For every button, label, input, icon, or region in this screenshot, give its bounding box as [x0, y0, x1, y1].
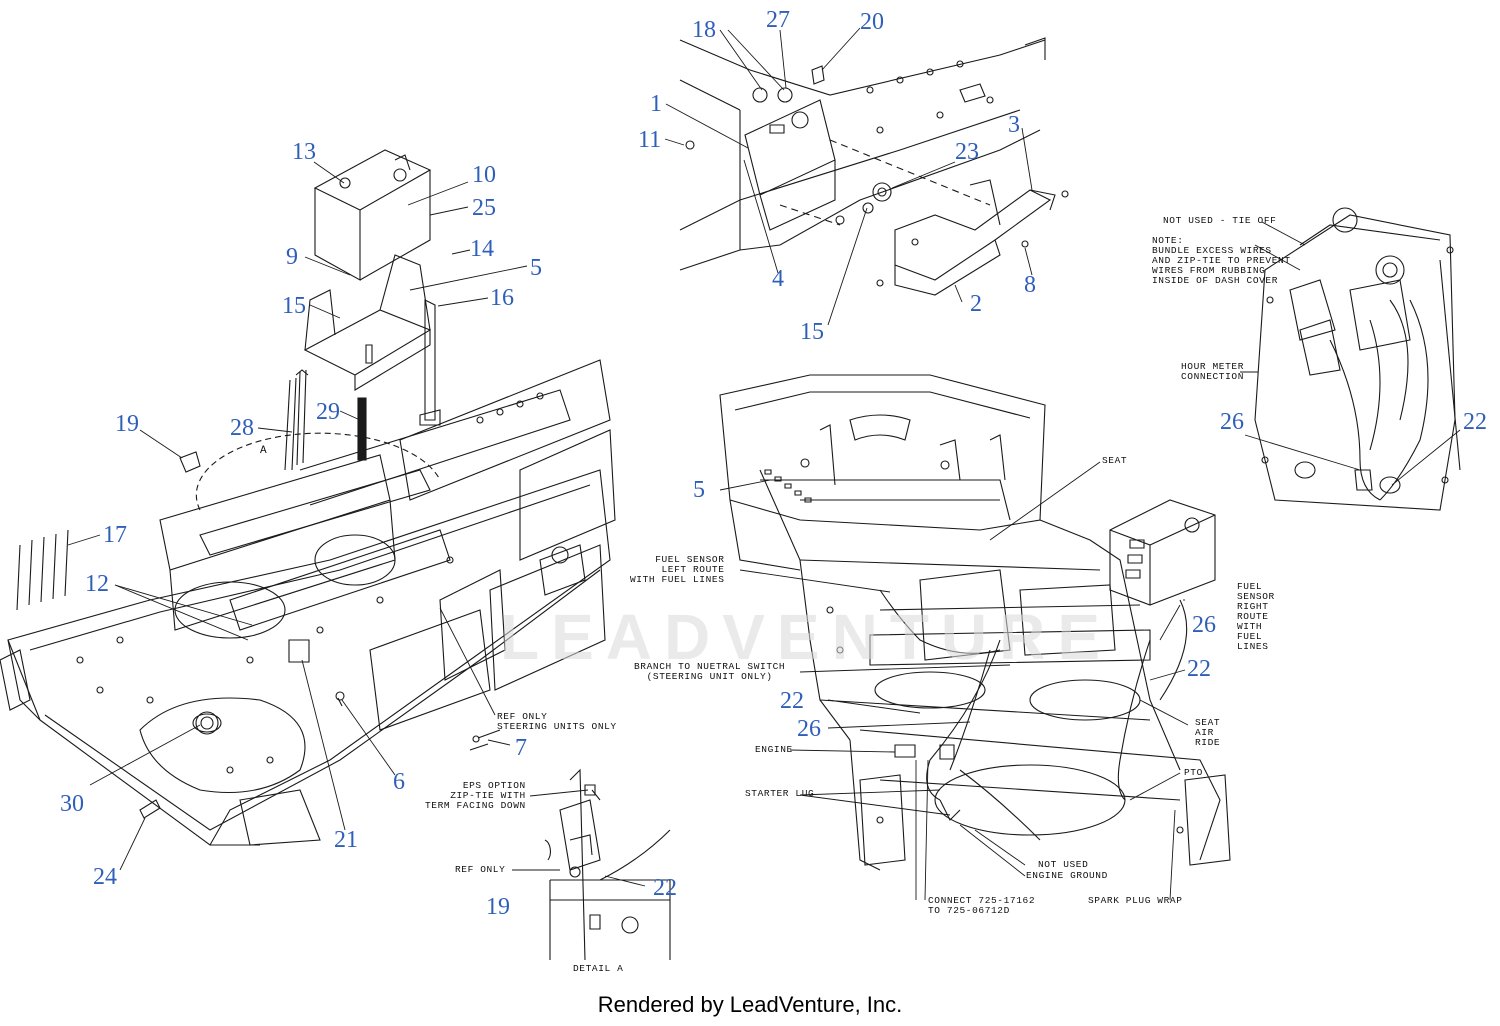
callout-18: 18: [692, 17, 716, 43]
callout-19-left: 19: [115, 411, 139, 437]
note-not-used-tie-off: NOT USED - TIE OFF: [1163, 215, 1277, 226]
callout-4: 4: [772, 266, 784, 292]
callout-5-center: 5: [693, 477, 705, 503]
callout-15-top: 15: [800, 319, 824, 345]
note-eps-option: EPS OPTION ZIP-TIE WITH TERM FACING DOWN: [425, 780, 526, 811]
callout-23: 23: [955, 139, 979, 165]
callout-10: 10: [472, 162, 496, 188]
callout-13: 13: [292, 139, 316, 165]
note-seat: SEAT: [1102, 455, 1128, 466]
note-ref-only-steering: REF ONLY STEERING UNITS ONLY: [497, 711, 617, 732]
callout-9: 9: [286, 244, 298, 270]
callout-22-detail-right: 22: [1463, 409, 1487, 435]
callout-26-detail: 26: [1220, 409, 1244, 435]
callout-26-center-right: 26: [1192, 612, 1216, 638]
callout-5-left: 5: [530, 255, 542, 281]
callout-14: 14: [470, 236, 494, 262]
left-frame-drawing: [0, 360, 615, 845]
battery-drawing: [315, 150, 430, 280]
callout-15-left: 15: [282, 293, 306, 319]
callout-2: 2: [970, 291, 982, 317]
footer-credit: Rendered by LeadVenture, Inc.: [597, 992, 903, 1017]
callout-21: 21: [334, 827, 358, 853]
note-bundle-wires: NOTE: BUNDLE EXCESS WIRES AND ZIP-TIE TO…: [1152, 235, 1291, 286]
zip-ties-drawing: [17, 530, 68, 610]
callout-19-detail: 19: [486, 894, 510, 920]
callout-7: 7: [515, 735, 527, 761]
note-connect-parts: CONNECT 725-17162 TO 725-06712D: [928, 895, 1036, 916]
note-spark-plug-wrap: SPARK PLUG WRAP: [1088, 895, 1183, 906]
callout-22-detail: 22: [653, 875, 677, 901]
callout-30: 30: [60, 791, 84, 817]
callout-20: 20: [860, 9, 884, 35]
note-seat-air-ride: SEAT AIR RIDE: [1195, 717, 1221, 748]
note-starter-lug: STARTER LUG: [745, 788, 815, 799]
callout-3: 3: [1008, 112, 1020, 138]
strap-drawing: [285, 370, 366, 470]
note-engine: ENGINE: [755, 744, 793, 755]
note-fuel-sensor-left: FUEL SENSOR LEFT ROUTE WITH FUEL LINES: [630, 554, 725, 585]
callout-22-center-right: 22: [1187, 656, 1211, 682]
callout-11: 11: [638, 127, 662, 153]
dash-assembly-drawing: [680, 38, 1068, 295]
note-fuel-sensor-right: FUEL SENSOR RIGHT ROUTE WITH FUEL LINES: [1237, 581, 1275, 652]
note-not-used: NOT USED: [1038, 859, 1089, 870]
note-detail-ref-a: A: [260, 445, 268, 457]
note-engine-ground: ENGINE GROUND: [1026, 870, 1108, 881]
leader-lines: [68, 28, 1460, 900]
callout-17: 17: [103, 522, 127, 548]
callout-25: 25: [472, 195, 496, 221]
callout-28: 28: [230, 415, 254, 441]
callout-6: 6: [393, 769, 405, 795]
callout-8: 8: [1024, 272, 1036, 298]
callout-1: 1: [650, 91, 662, 117]
leadventure-watermark: LEADVENTURE: [500, 601, 1113, 673]
callout-27: 27: [766, 7, 790, 33]
detail-a-drawing: [545, 770, 670, 960]
callout-12: 12: [85, 571, 109, 597]
note-pto: PTO: [1184, 767, 1203, 778]
note-ref-only: REF ONLY: [455, 864, 506, 875]
note-branch-neutral: BRANCH TO NUETRAL SWITCH (STEERING UNIT …: [634, 661, 786, 682]
callout-22-center: 22: [780, 688, 804, 714]
callout-29: 29: [316, 399, 340, 425]
callout-16: 16: [490, 285, 514, 311]
note-hour-meter: HOUR METER CONNECTION: [1181, 361, 1245, 382]
note-detail-a: DETAIL A: [573, 963, 624, 974]
callout-26-center: 26: [797, 716, 821, 742]
callout-24: 24: [93, 864, 117, 890]
battery-tray-drawing: [305, 255, 440, 425]
